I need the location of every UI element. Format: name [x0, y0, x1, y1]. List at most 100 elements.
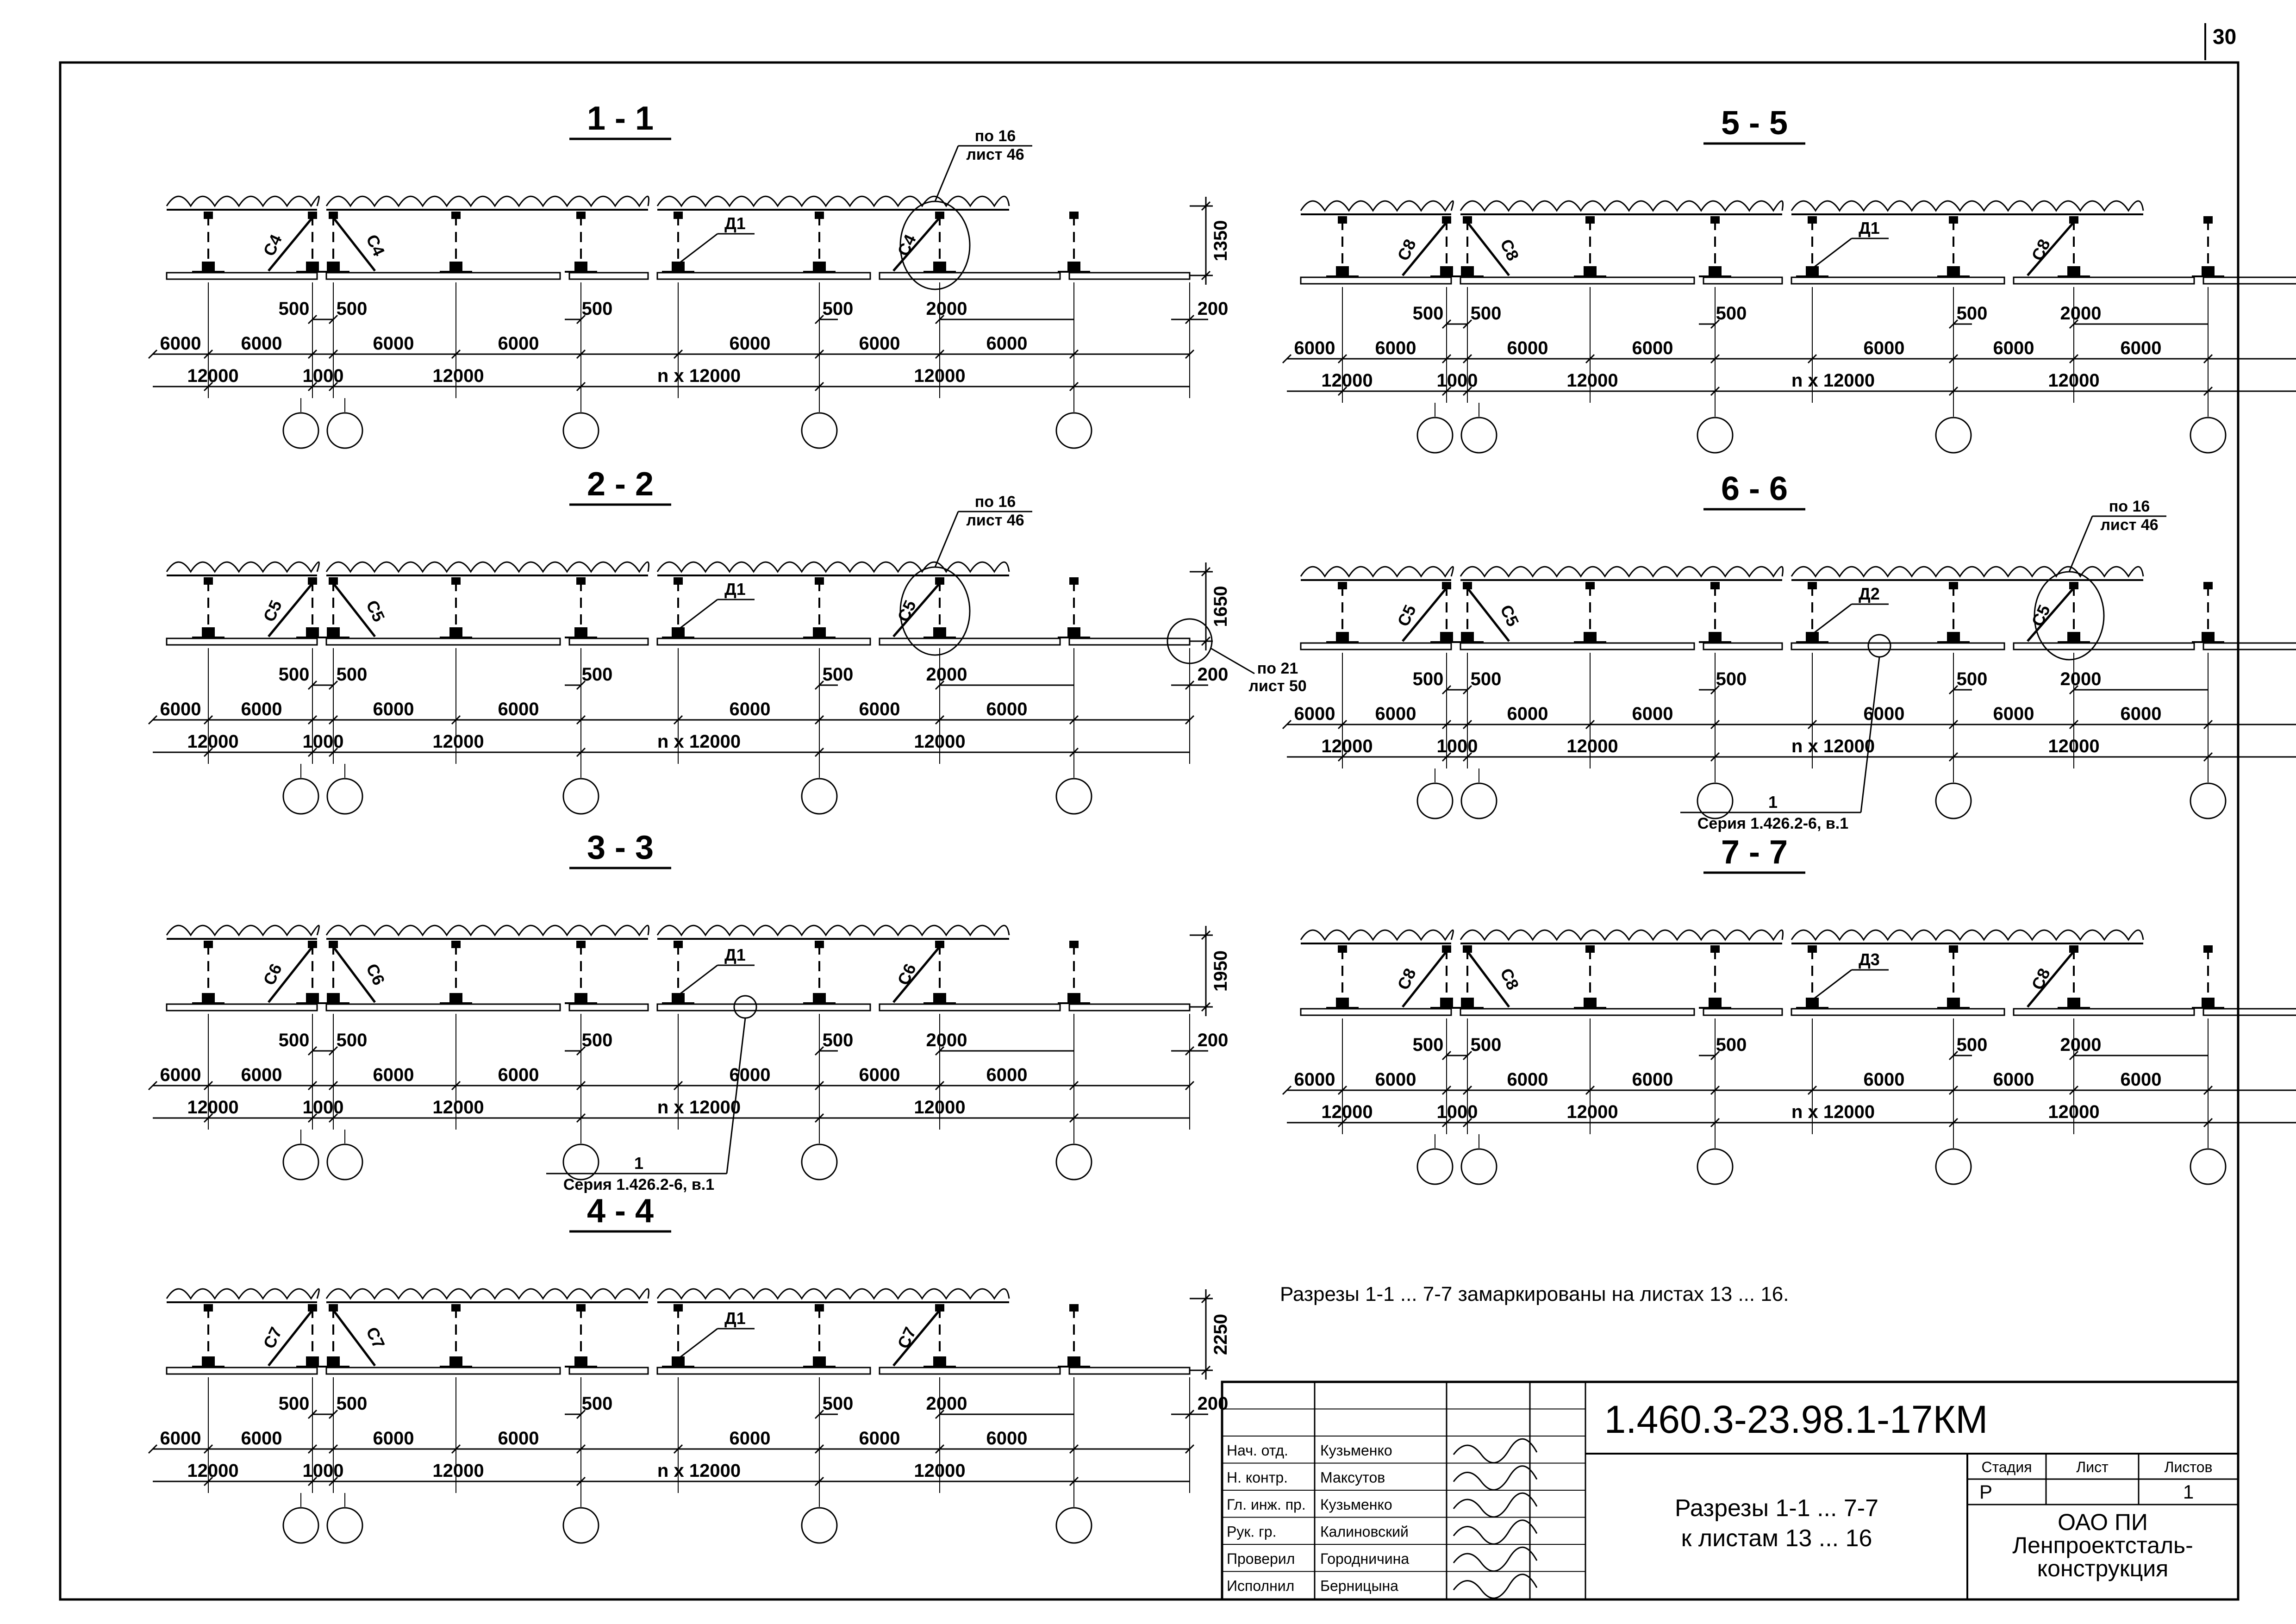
post-base-7: [2067, 998, 2080, 1008]
dim-2000: 2000: [926, 1393, 967, 1414]
dimension-tick: [1185, 1046, 1195, 1056]
dimension-tick: [814, 1409, 824, 1419]
post-base-6: [1947, 266, 1960, 276]
post-cap-7: [2069, 582, 2078, 589]
post-base-6: [813, 1356, 826, 1367]
dimension-tick: [328, 1444, 338, 1454]
dim-1000: 1000: [303, 366, 344, 386]
post-cap-6: [815, 212, 824, 219]
dim-12000: 12000: [2048, 370, 2099, 391]
roof-profile-right: [1791, 566, 2144, 578]
roof-profile-right: [656, 195, 1010, 207]
section-title: 4 - 4: [587, 1193, 654, 1230]
post-cap-6: [1949, 582, 1958, 589]
roof-profile-left: [166, 195, 320, 207]
dimension-tick: [1710, 319, 1720, 329]
bottom-chord-5: [1068, 272, 1191, 280]
dim-6000-1: 6000: [1375, 1069, 1416, 1090]
dimension-tick: [935, 1046, 945, 1056]
post-base-8: [1067, 627, 1080, 637]
dim-12000: 12000: [1566, 1102, 1618, 1122]
post-base-7: [933, 1356, 946, 1367]
dimension-tick: [576, 1444, 586, 1454]
dimension-tick: [148, 1081, 158, 1091]
post-cap-3: [451, 941, 461, 948]
brace-left-b: [1466, 221, 1510, 276]
post-cap-7: [935, 577, 944, 585]
dim-6000-2: 6000: [373, 1428, 414, 1449]
axis-bubble-0: [282, 412, 319, 449]
post-base-7: [2067, 632, 2080, 642]
bottom-chord-0: [1300, 1008, 1452, 1016]
dimension-tick: [1337, 354, 1348, 364]
dimension-tick: [203, 381, 213, 392]
post-base-4: [1709, 998, 1722, 1008]
post-base-4: [1709, 266, 1722, 276]
bottom-chord-0: [1300, 276, 1452, 285]
dim-6000-0: 6000: [160, 333, 201, 354]
dim-500: 500: [582, 1030, 613, 1050]
dimension-tick: [1069, 747, 1079, 757]
roof-profile-left: [1300, 929, 1454, 941]
dimension-tick: [1710, 1050, 1720, 1061]
bottom-chord-0: [166, 1367, 318, 1375]
signature-name: Кузьменко: [1320, 1496, 1392, 1513]
axis-bubble-3: [801, 1143, 838, 1181]
handwritten-signature: [1453, 1574, 1538, 1599]
dim-12000: 12000: [432, 731, 484, 752]
dimension-tick: [2069, 1050, 2079, 1061]
dim-n-12000: n x 12000: [1791, 736, 1875, 756]
dim-2000: 2000: [926, 664, 967, 685]
axis-bubble-1: [1460, 417, 1497, 454]
post-cap-7: [2069, 216, 2078, 224]
post-cap-1: [1442, 582, 1451, 589]
post-base-0: [202, 1356, 215, 1367]
brace-right: [2027, 587, 2075, 642]
axis-bubble-2: [562, 1143, 599, 1181]
axis-bubble-2: [562, 412, 599, 449]
node-number: 1: [1768, 793, 1778, 812]
axis-bubble-4: [2190, 782, 2227, 819]
dimension-tick: [328, 314, 338, 325]
section-title: 6 - 6: [1721, 470, 1788, 507]
dim-12000: 12000: [187, 1461, 238, 1481]
brace-left-a: [268, 946, 313, 1003]
post-base-1: [1440, 266, 1453, 276]
dimension-tick: [935, 1444, 945, 1454]
dim-6000-4: 6000: [730, 333, 771, 354]
node-number: 1: [634, 1154, 643, 1173]
bottom-chord-1: [325, 1003, 561, 1012]
dim-n-12000: n x 12000: [1791, 370, 1875, 391]
purlin-label: Д1: [724, 1309, 746, 1328]
signature-name: Кузьменко: [1320, 1442, 1392, 1459]
signature-role: Исполнил: [1227, 1578, 1294, 1594]
brace-left-a: [1402, 950, 1447, 1008]
dimension-tick: [148, 1444, 158, 1454]
section-s6: 6 - 6С5С5С5Д2156050050050050020002006000…: [1282, 470, 2296, 832]
section-title: 5 - 5: [1721, 105, 1788, 142]
dimension-tick: [148, 715, 158, 725]
roof-profile-left: [166, 924, 320, 937]
dim-12000: 12000: [914, 1461, 965, 1481]
handwritten-signature: [1453, 1438, 1538, 1464]
dim-6000-5: 6000: [859, 333, 900, 354]
dim-200: 200: [1198, 1030, 1229, 1050]
post-cap-2: [329, 212, 338, 219]
bottom-chord-5: [1068, 637, 1191, 646]
dim-12000: 12000: [1321, 1102, 1373, 1122]
dimension-tick: [1462, 354, 1472, 364]
axis-bubble-4: [1055, 412, 1092, 449]
post-cap-3: [451, 577, 461, 585]
brace-label: С5: [893, 597, 920, 625]
brace-right: [892, 217, 941, 272]
dim-500: 500: [337, 1393, 368, 1414]
brace-label: С8: [1497, 236, 1523, 263]
axis-bubble-3: [1935, 417, 1972, 454]
post-cap-2: [329, 941, 338, 948]
dim-1000: 1000: [303, 731, 344, 752]
dimension-tick: [576, 314, 586, 325]
height-value: 1950: [1210, 950, 1231, 992]
dimension-tick: [1710, 719, 1720, 730]
